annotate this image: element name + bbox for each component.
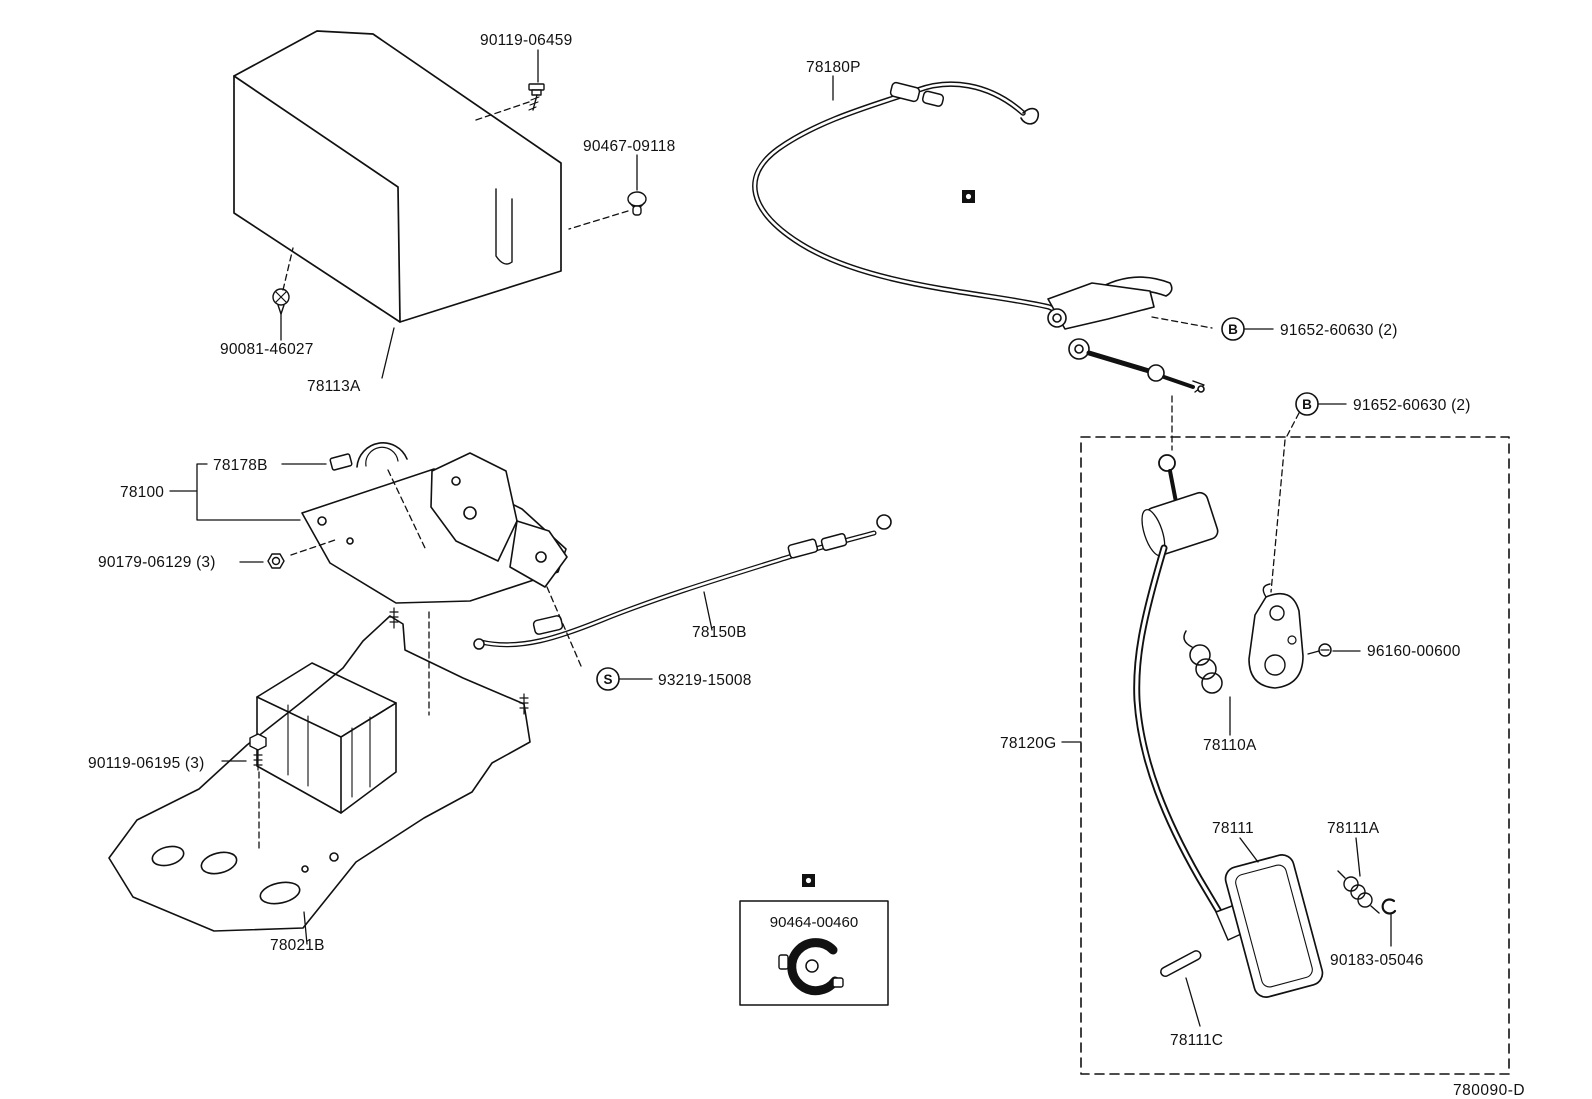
grommet-icon [627, 191, 647, 216]
nut-icon [267, 553, 285, 569]
diagram-code: 780090-D [1453, 1082, 1525, 1099]
pedal-assembly-part [1133, 454, 1397, 998]
label-90467-09118: 90467-09118 [583, 138, 675, 155]
label-93219-15008: 93219-15008 [658, 672, 752, 689]
note-marker-icon [962, 190, 975, 203]
screw-icon [528, 83, 545, 111]
label-78100: 78100 [120, 484, 164, 501]
bolt-icon [249, 733, 267, 771]
base-plate-part [108, 607, 531, 932]
callout-b-1: B [1221, 317, 1245, 341]
cover-78113a-part [233, 30, 562, 323]
label-78111c: 78111C [1170, 1032, 1223, 1049]
callout-b-letter: B [1228, 322, 1238, 337]
cover-screw-icon [272, 288, 290, 315]
bracket-78100-part [301, 442, 568, 604]
clip-icon [329, 453, 353, 471]
hidden-attachment-lines [258, 101, 1300, 849]
callout-s: S [596, 667, 620, 691]
callout-b-2: B [1295, 392, 1319, 416]
label-90464-00460: 90464-00460 [770, 914, 858, 931]
label-90183-05046: 90183-05046 [1330, 952, 1424, 969]
label-78113a: 78113A [307, 378, 361, 395]
label-78178b: 78178B [213, 457, 268, 474]
clamp-detail-box [739, 900, 889, 1006]
throttle-cable-part [752, 81, 1065, 316]
label-78150b: 78150B [692, 624, 747, 641]
label-78110a: 78110A [1203, 737, 1257, 754]
leader-lines [169, 49, 1392, 1027]
label-90119-06195: 90119-06195 (3) [88, 755, 204, 772]
callout-b-letter: B [1302, 397, 1312, 412]
label-78111: 78111 [1212, 820, 1254, 837]
label-78180p: 78180P [806, 59, 861, 76]
note-marker-icon [802, 874, 815, 887]
label-91652-60630-1: 91652-60630 (2) [1280, 322, 1398, 339]
clamp-icon [778, 938, 844, 996]
label-96160-00600: 96160-00600 [1367, 643, 1461, 660]
label-90081-46027: 90081-46027 [220, 341, 314, 358]
callout-s-letter: S [603, 672, 612, 687]
label-90179-06129: 90179-06129 (3) [98, 554, 216, 571]
label-78021b: 78021B [270, 937, 325, 954]
label-78111a: 78111A [1327, 820, 1380, 837]
pedal-assembly-boundary [1080, 436, 1510, 1075]
label-90119-06459: 90119-06459 [480, 32, 572, 49]
throttle-linkage-part [1047, 276, 1205, 393]
label-78120g: 78120G [1000, 735, 1056, 752]
link-cable-part [473, 514, 892, 650]
label-91652-60630-2: 91652-60630 (2) [1353, 397, 1471, 414]
